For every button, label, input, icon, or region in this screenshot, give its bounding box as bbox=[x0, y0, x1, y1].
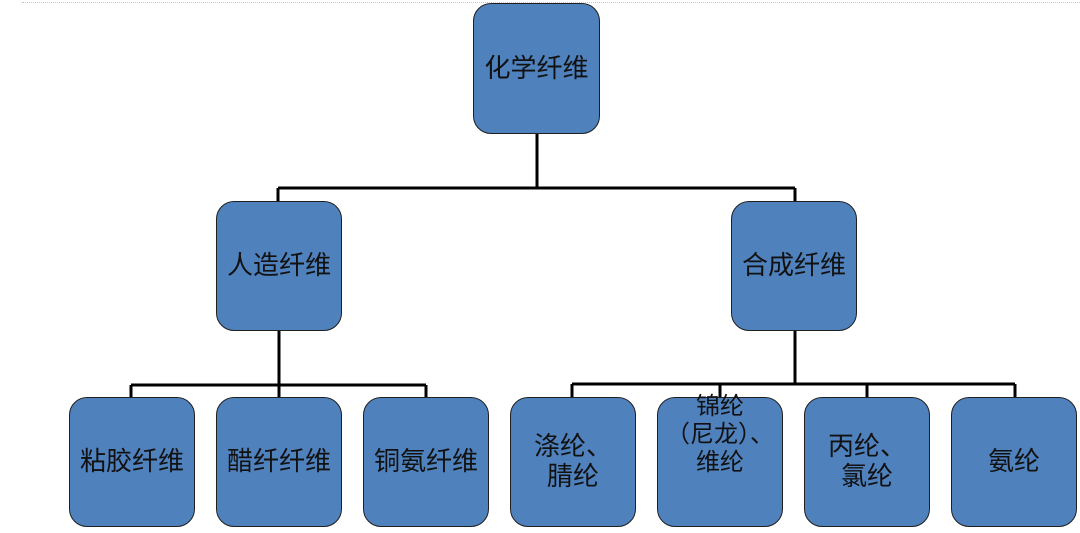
node-label: 涤纶、 腈纶 bbox=[533, 432, 612, 492]
node-label: 铜氨纤维 bbox=[373, 447, 478, 477]
node-viscose-fiber: 粘胶纤维 bbox=[69, 397, 195, 527]
node-label: 氨纶 bbox=[987, 447, 1040, 477]
node-nylon-vinylon: 锦纶 （尼龙）、 维纶 bbox=[657, 392, 783, 527]
node-label: 锦纶 （尼龙）、 维纶 bbox=[666, 392, 774, 476]
node-chemical-fiber: 化学纤维 bbox=[473, 3, 600, 134]
node-label: 化学纤维 bbox=[484, 53, 589, 84]
node-label: 醋纤纤维 bbox=[226, 447, 331, 477]
top-border-line bbox=[22, 2, 1080, 3]
node-artificial-fiber: 人造纤维 bbox=[216, 201, 342, 331]
node-polypropylene-pvc: 丙纶、 氯纶 bbox=[804, 397, 930, 527]
node-cupro-fiber: 铜氨纤维 bbox=[363, 397, 489, 527]
node-label: 合成纤维 bbox=[741, 251, 846, 281]
node-label: 粘胶纤维 bbox=[79, 447, 184, 477]
node-synthetic-fiber: 合成纤维 bbox=[731, 201, 857, 331]
node-polyester-acrylic: 涤纶、 腈纶 bbox=[510, 397, 636, 527]
node-label: 人造纤维 bbox=[226, 251, 331, 281]
node-spandex: 氨纶 bbox=[951, 397, 1077, 527]
node-label: 丙纶、 氯纶 bbox=[827, 432, 906, 492]
node-acetate-fiber: 醋纤纤维 bbox=[216, 397, 342, 527]
